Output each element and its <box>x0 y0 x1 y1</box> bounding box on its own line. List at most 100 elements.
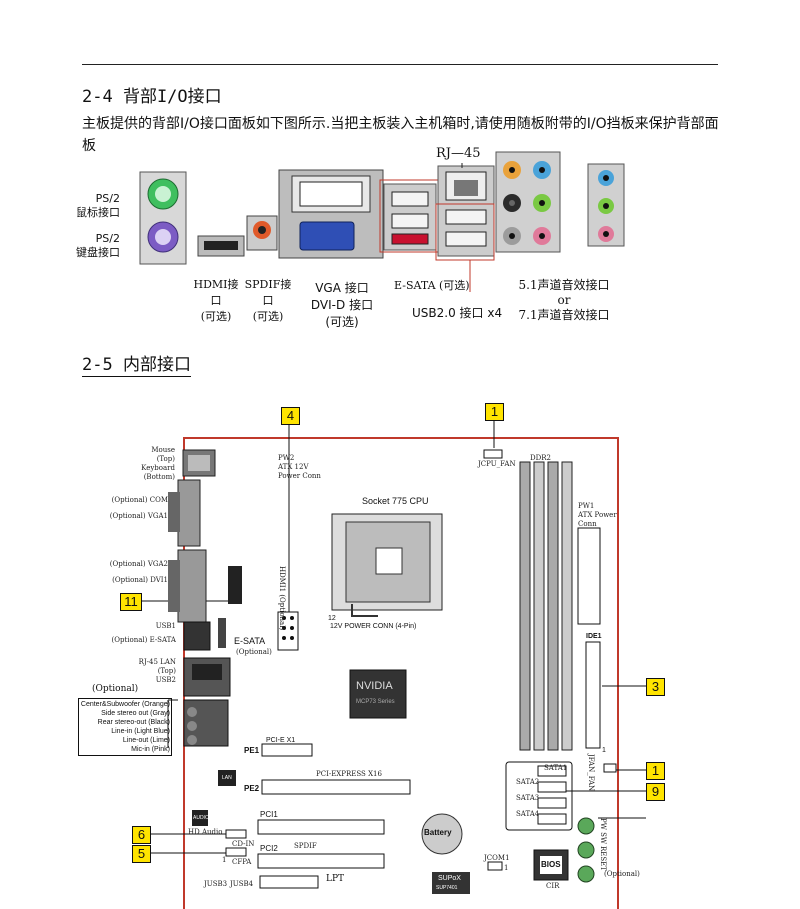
sata3-label: SATA3 <box>516 794 540 802</box>
hdmi1-label: HDMI1 (Optional) <box>278 566 286 631</box>
lan-top-text: (Top) <box>157 667 176 675</box>
audio-label-or: or <box>557 293 571 307</box>
audio-line-3: Line-in (Light Blue) <box>111 728 170 735</box>
mouse-text: Mouse <box>151 446 175 454</box>
jusb4-label: JUSB4 <box>230 880 254 888</box>
mouse-top-text: (Top) <box>156 455 175 463</box>
ps2-mouse-label-line2: 鼠标接口 <box>76 206 120 219</box>
lan-usb2-label: RJ-45 LAN (Top) USB2 <box>120 658 176 685</box>
callout-3: 3 <box>646 678 665 696</box>
dvi1-label: (Optional) DVI1 <box>112 576 168 584</box>
section-title-internal: 2-5 内部接口 <box>82 350 191 377</box>
usb1-label: USB1 <box>155 622 176 630</box>
sata1-label: SATA1 <box>544 764 568 772</box>
lpt-label: LPT <box>326 874 345 884</box>
lan-chip-label: LAN <box>222 775 232 781</box>
bios-label: BIOS <box>541 860 561 869</box>
pci1-label: PCI1 <box>260 810 278 819</box>
conn-text: Conn <box>578 520 597 528</box>
spdif-board-label: SPDIF <box>294 842 317 850</box>
audio-line-5: Mic-in (Pink) <box>131 746 170 753</box>
jfan-label: JFAN_FAN <box>587 754 595 792</box>
rj45-label: RJ—45 <box>436 146 481 161</box>
keyboard-bottom-text: (Bottom) <box>143 473 175 481</box>
optional-right-label: (Optional) <box>604 870 640 878</box>
cir-label: CIR <box>546 882 560 890</box>
callout-9: 9 <box>646 783 665 801</box>
section-title-io: 2-4 背部I/O接口 <box>82 87 222 107</box>
rj45-lan-text: RJ-45 LAN <box>138 658 176 666</box>
sup7401-label: SUP7401 <box>436 885 458 891</box>
audio-label-line2: 7.1声道音效接口 <box>518 308 610 322</box>
usb2-text: USB2 <box>155 676 176 684</box>
jcpu-fan-label: JCPU_FAN <box>478 460 516 468</box>
power-conn-text: Power Conn <box>278 472 321 480</box>
pe1-label: PE1 <box>244 746 260 755</box>
ps2-mouse-label-line1: PS/2 <box>95 192 120 205</box>
ide1-label: IDE1 <box>586 633 602 640</box>
atx-power-text: ATX Power <box>578 511 617 519</box>
pw1-label: PW1 ATX Power Conn <box>578 502 617 529</box>
audio-line-0: Center&Subwoofer (Orange) <box>80 701 170 708</box>
pw2-label: PW2 ATX 12V Power Conn <box>278 454 321 481</box>
audio-line-4: Line-out (Lime) <box>122 737 170 744</box>
jcom-pin1: 1 <box>504 864 509 872</box>
cfpa-label: CFPA <box>232 858 252 866</box>
nvidia-label: NVIDIA <box>356 680 393 692</box>
audio-line-2: Rear stereo-out (Black) <box>97 719 170 726</box>
audio-label: 5.1声道音效接口 or 7.1声道音效接口 <box>516 278 612 323</box>
jusb3-label: JUSB3 <box>204 880 228 888</box>
esata-opt-label: (Optional) E-SATA <box>111 636 176 644</box>
audio-jack-legend: Center&Subwoofer (Orange) Side stereo ou… <box>78 698 172 756</box>
keyboard-text: Keyboard <box>141 464 175 472</box>
ddr2-label: DDR2 <box>530 454 551 462</box>
cd-in-pin1: 1 <box>222 856 227 864</box>
vga2-label: (Optional) VGA2 <box>109 560 168 568</box>
vga-label-line1: VGA 接口 <box>315 281 369 295</box>
hdmi-label-line1: HDMI接口 <box>193 278 239 307</box>
vga-label-line3: (可选) <box>325 315 359 329</box>
hd-audio-label: HD Audio <box>188 828 223 836</box>
ps2-keyboard-label-line2: 键盘接口 <box>76 246 120 259</box>
callout-1-mid: 1 <box>646 762 665 780</box>
reset-label: RESET <box>599 846 607 871</box>
spdif-label: SPDIF接口 (可选) <box>240 277 296 325</box>
sata2-label: SATA2 <box>516 778 540 786</box>
audio-label-line1: 5.1声道音效接口 <box>518 278 610 292</box>
pcie-x16-label: PCI-EXPRESS X16 <box>316 770 382 778</box>
battery-label: Battery <box>424 828 452 837</box>
callout-1-top: 1 <box>485 403 504 421</box>
pw2-text: PW2 <box>278 454 295 462</box>
audio-chip-label: AUDIO <box>193 815 209 821</box>
esata-int-label: E-SATA <box>234 636 266 646</box>
top-rule <box>82 64 718 65</box>
vga1-label: (Optional) VGA1 <box>109 512 168 520</box>
pci2-label: PCI2 <box>260 844 278 853</box>
cd-in-label: CD-IN <box>232 840 255 848</box>
callout-11: 11 <box>120 593 142 611</box>
sata4-label: SATA4 <box>516 810 540 818</box>
hdmi-label: HDMI接口 (可选) <box>192 277 240 325</box>
pcie-x1-label: PCI-E X1 <box>266 737 296 744</box>
ps2-mouse-label: PS/2 鼠标接口 <box>60 192 120 220</box>
hdmi-label-line2: (可选) <box>200 310 232 323</box>
audio-optional-label: (Optional) <box>92 684 139 694</box>
mouse-keyboard-label: Mouse (Top) Keyboard (Bottom) <box>120 446 175 482</box>
ide-pin1-label: 1 <box>602 747 606 754</box>
mcp-label: MCP73 Series <box>356 699 395 705</box>
com-label: (Optional) COM <box>111 496 168 504</box>
ps2-keyboard-label: PS/2 键盘接口 <box>60 232 120 260</box>
callout-4: 4 <box>281 407 300 425</box>
pe2-label: PE2 <box>244 784 260 793</box>
cpu-power-label: 12V POWER CONN (4-Pin) <box>330 623 417 630</box>
vga-dvi-label: VGA 接口 DVI-D 接口 (可选) <box>302 280 382 331</box>
atx12v-text: ATX 12V <box>278 463 309 471</box>
supox-label: SUPoX <box>438 875 461 882</box>
cpu-power-12: 12 <box>328 615 336 622</box>
esata-int-opt-label: (Optional) <box>236 648 272 656</box>
ps2-keyboard-label-line1: PS/2 <box>95 232 120 245</box>
pw1-text: PW1 <box>578 502 595 510</box>
audio-line-1: Side stereo out (Gray) <box>101 710 170 717</box>
